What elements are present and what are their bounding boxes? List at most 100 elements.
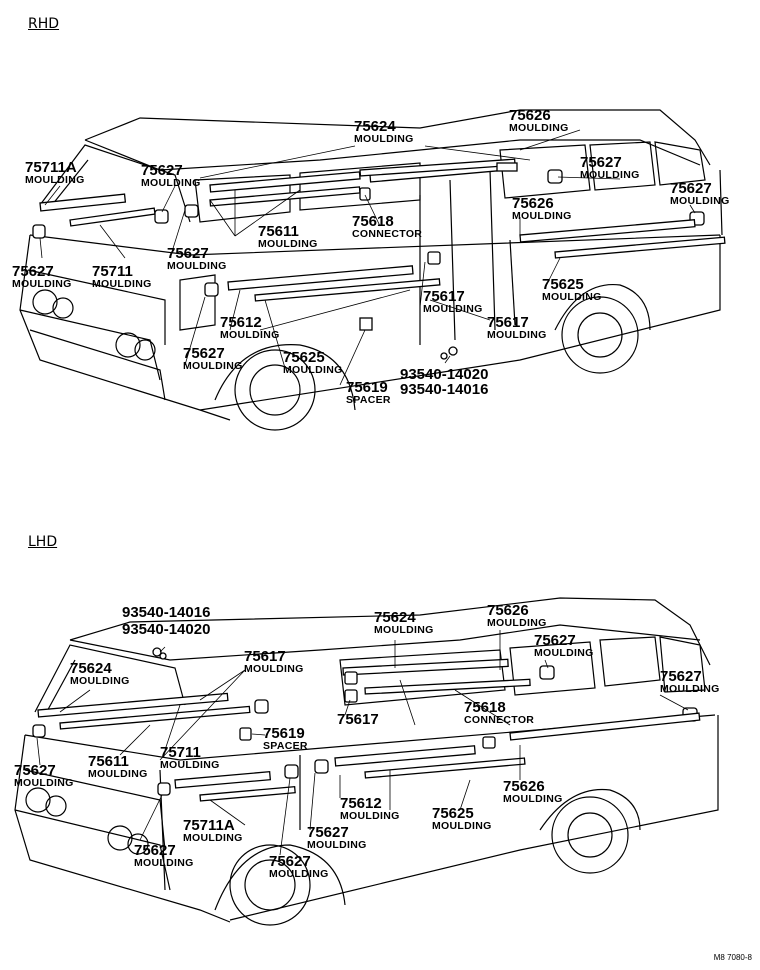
part-number-label: 75627 bbox=[269, 853, 311, 870]
part-number-label: 75627 bbox=[167, 245, 209, 262]
part-description-label: MOULDING bbox=[534, 647, 594, 659]
lhd-callout-93540-14016: 93540-14016 bbox=[122, 604, 210, 621]
part-number-label: 75617 bbox=[423, 288, 465, 305]
part-number-label: 93540-14020 bbox=[122, 621, 210, 638]
part-number-label: 75627 bbox=[660, 668, 702, 685]
part-description-label: MOULDING bbox=[88, 768, 148, 780]
part-description-label: MOULDING bbox=[244, 663, 304, 675]
lhd-section-title: LHD bbox=[28, 534, 58, 550]
part-number-label: 75612 bbox=[340, 795, 382, 812]
part-description-label: MOULDING bbox=[160, 759, 220, 771]
part-description-label: MOULDING bbox=[509, 122, 569, 134]
part-number-label: 75711 bbox=[92, 263, 133, 280]
part-number-label: 75627 bbox=[14, 762, 56, 779]
part-number-label: 75627 bbox=[183, 345, 225, 362]
part-description-label: MOULDING bbox=[12, 278, 72, 290]
part-description-label: CONNECTOR bbox=[352, 228, 422, 240]
part-number-label: 75612 bbox=[220, 314, 262, 331]
lhd-moulding-parts bbox=[32, 647, 701, 802]
part-number-label: 75619 bbox=[346, 379, 388, 396]
part-number-label: 75624 bbox=[70, 660, 112, 677]
part-number-label: 75617 bbox=[337, 711, 379, 728]
part-number-label: 75627 bbox=[580, 154, 622, 171]
part-number-label: 75625 bbox=[542, 276, 584, 293]
part-description-label: MOULDING bbox=[432, 820, 492, 832]
part-description-label: MOULDING bbox=[25, 174, 85, 186]
part-number-label: 75627 bbox=[670, 180, 712, 197]
rhd-section-title: RHD bbox=[28, 16, 60, 32]
part-number-label: 75626 bbox=[509, 107, 551, 124]
part-number-label: 93540-14016 bbox=[122, 604, 210, 621]
rhd-leader-lines bbox=[39, 129, 696, 386]
part-number-label: 75624 bbox=[354, 118, 396, 135]
part-description-label: MOULDING bbox=[92, 278, 152, 290]
part-number-label: 75618 bbox=[352, 213, 394, 230]
part-description-label: MOULDING bbox=[423, 303, 483, 315]
lhd-callout-75617-mid: 75617 bbox=[337, 711, 379, 728]
part-description-label: MOULDING bbox=[512, 210, 572, 222]
part-description-label: MOULDING bbox=[487, 329, 547, 341]
part-description-label: MOULDING bbox=[183, 360, 243, 372]
part-number-label: 75626 bbox=[503, 778, 545, 795]
part-number-label: 75711A bbox=[25, 159, 77, 176]
rhd-callout-93540-14016: 93540-14016 bbox=[400, 381, 488, 398]
lhd-callout-93540-14020: 93540-14020 bbox=[122, 621, 210, 638]
part-description-label: MOULDING bbox=[14, 777, 74, 789]
part-description-label: MOULDING bbox=[258, 238, 318, 250]
part-description-label: MOULDING bbox=[340, 810, 400, 822]
part-number-label: 93540-14020 bbox=[400, 366, 488, 383]
part-description-label: MOULDING bbox=[269, 868, 329, 880]
part-description-label: MOULDING bbox=[503, 793, 563, 805]
part-number-label: 75627 bbox=[141, 162, 183, 179]
part-description-label: MOULDING bbox=[660, 683, 720, 695]
part-number-label: 75611 bbox=[88, 753, 129, 770]
part-description-label: MOULDING bbox=[542, 291, 602, 303]
part-number-label: 75627 bbox=[534, 632, 576, 649]
rhd-callout-93540-14020: 93540-14020 bbox=[400, 366, 488, 383]
part-description-label: MOULDING bbox=[283, 364, 343, 376]
part-number-label: 75619 bbox=[263, 725, 305, 742]
part-number-label: 75617 bbox=[487, 314, 529, 331]
part-description-label: MOULDING bbox=[354, 133, 414, 145]
part-description-label: MOULDING bbox=[670, 195, 730, 207]
part-description-label: MOULDING bbox=[220, 329, 280, 341]
part-description-label: MOULDING bbox=[183, 832, 243, 844]
rhd-moulding-parts bbox=[32, 158, 726, 360]
part-description-label: MOULDING bbox=[167, 260, 227, 272]
part-description-label: SPACER bbox=[263, 740, 308, 752]
part-description-label: MOULDING bbox=[134, 857, 194, 869]
part-number-label: 75626 bbox=[487, 602, 529, 619]
part-description-label: MOULDING bbox=[70, 675, 130, 687]
